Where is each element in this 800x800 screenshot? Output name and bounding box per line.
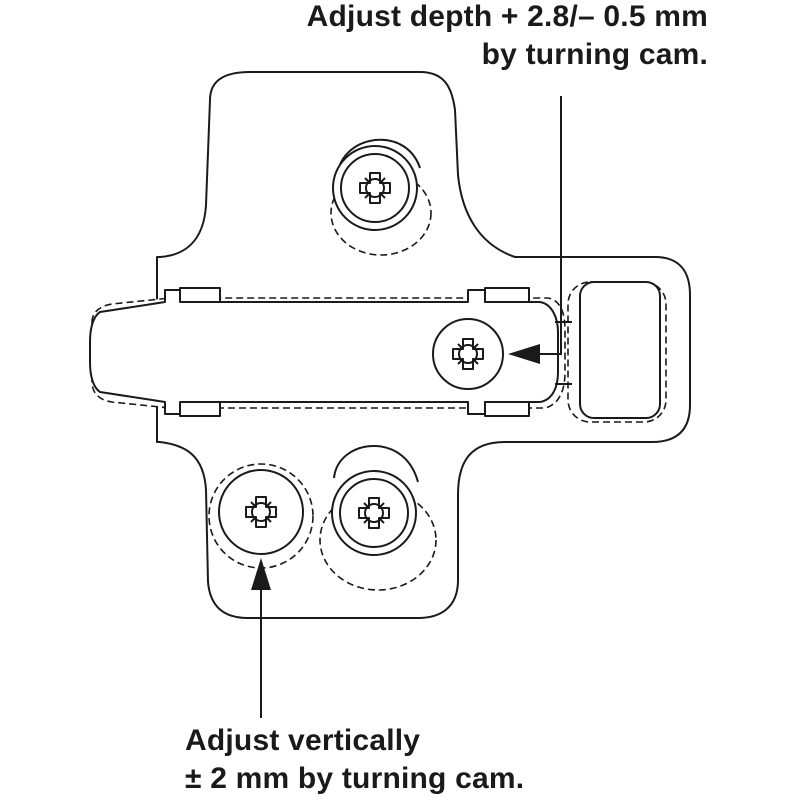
vertical-adjustment-line2: ± 2 mm by turning cam. <box>185 762 525 795</box>
arrowhead-icon <box>251 558 271 590</box>
hinge-arm-channel <box>89 287 572 417</box>
vertical-adjustment-label: Adjust vertically ± 2 mm by turning cam. <box>185 722 524 798</box>
plate-slot <box>567 281 667 423</box>
lower-cam-screw <box>319 445 437 591</box>
vertical-leader <box>251 558 271 718</box>
vertical-adjustment-line1: Adjust vertically <box>185 724 421 757</box>
depth-adjust-screw <box>432 318 504 390</box>
depth-adjustment-line2: by turning cam. <box>481 38 708 71</box>
depth-adjustment-label: Adjust depth + 2.8/– 0.5 mm by turning c… <box>307 0 708 74</box>
upper-cam-screw <box>330 138 432 256</box>
depth-leader <box>508 96 562 364</box>
depth-adjustment-line1: Adjust depth + 2.8/– 0.5 mm <box>306 0 708 33</box>
arrowhead-icon <box>508 344 540 364</box>
